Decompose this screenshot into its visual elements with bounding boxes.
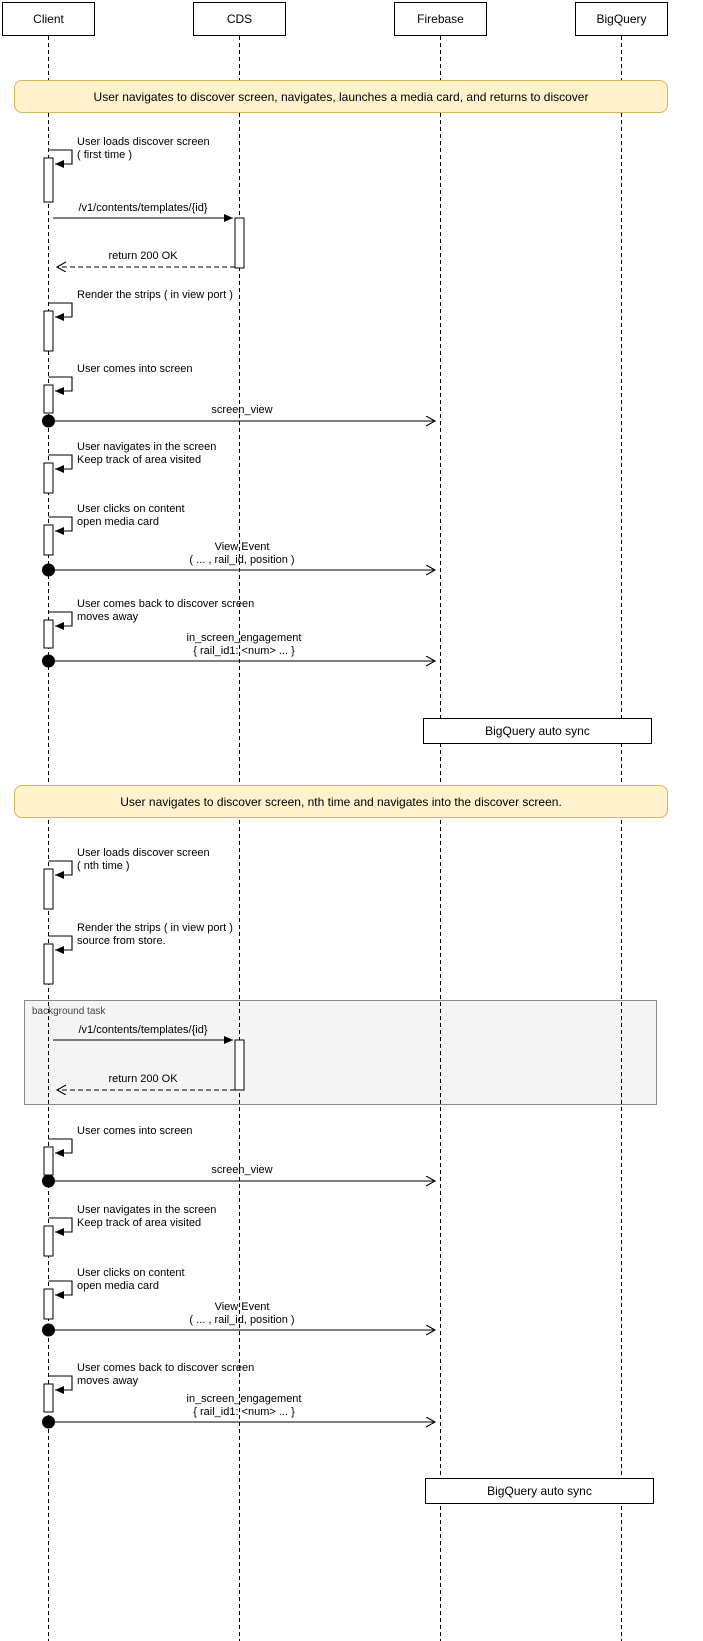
actor-bigquery: BigQuery — [575, 2, 668, 36]
s1-event-in-screen-engagement — [42, 654, 435, 668]
s2-request-templates — [53, 1036, 245, 1091]
s1-self-clicks-content — [43, 516, 73, 556]
s2-event-view-event — [42, 1323, 435, 1337]
s1-self-navigates — [43, 454, 73, 494]
section1-banner: User navigates to discover screen, navig… — [14, 80, 668, 113]
s2-event-screen-view — [42, 1174, 435, 1188]
label-comes-into-screen-1: User comes into screen — [77, 363, 193, 375]
actor-client: Client — [2, 2, 95, 36]
label-in-screen-engagement-1: in_screen_engagement { rail_id1: <num> .… — [186, 632, 302, 657]
s2-self-comes-back — [43, 1375, 73, 1413]
label-clicks-content-2: User clicks on content open media card — [77, 1267, 185, 1292]
s1-event-screen-view — [42, 414, 435, 428]
label-template-response-2: return 200 OK — [108, 1073, 178, 1085]
label-navigates-1: User navigates in the screen Keep track … — [77, 441, 217, 466]
event-dot — [42, 563, 55, 577]
label-screen-view-2: screen_view — [211, 1164, 273, 1176]
bigquery-sync-box-1: BigQuery auto sync — [423, 718, 652, 744]
s1-request-templates — [53, 214, 245, 269]
label-load-first: User loads discover screen ( first time … — [77, 136, 210, 161]
actor-firebase: Firebase — [394, 2, 487, 36]
s1-event-view-event — [42, 563, 435, 577]
s1-self-load-first — [43, 149, 73, 203]
event-dot — [42, 414, 55, 428]
label-in-screen-engagement-2: in_screen_engagement { rail_id1: <num> .… — [186, 1393, 302, 1418]
label-load-nth: User loads discover screen ( nth time ) — [77, 847, 210, 872]
label-navigates-2: User navigates in the screen Keep track … — [77, 1204, 217, 1229]
bigquery-sync-box-2: BigQuery auto sync — [425, 1478, 654, 1504]
cds-activation — [234, 217, 245, 269]
s2-self-navigates — [43, 1217, 73, 1257]
s1-self-comes-back — [43, 611, 73, 649]
label-view-event-1: View Event ( ... , rail_id, position ) — [189, 541, 295, 566]
label-comes-into-screen-2: User comes into screen — [77, 1125, 193, 1137]
label-template-response-1: return 200 OK — [108, 250, 178, 262]
label-screen-view-1: screen_view — [211, 404, 273, 416]
event-dot — [42, 1415, 55, 1429]
s2-self-render-strips — [43, 935, 73, 985]
event-dot — [42, 1174, 55, 1188]
label-comes-back-2: User comes back to discover screen moves… — [77, 1362, 255, 1387]
section2-banner: User navigates to discover screen, nth t… — [14, 785, 668, 818]
event-dot — [42, 1323, 55, 1337]
s2-event-in-screen-engagement — [42, 1415, 435, 1429]
actor-cds: CDS — [193, 2, 286, 36]
cds-activation — [234, 1039, 245, 1091]
background-task-label: background task — [32, 1006, 106, 1017]
label-render-strips-2: Render the strips ( in view port ) sourc… — [77, 922, 233, 947]
label-render-strips-1: Render the strips ( in view port ) — [77, 289, 233, 301]
lifelines — [48, 36, 622, 1641]
s1-self-render-strips — [43, 302, 73, 352]
label-view-event-2: View Event ( ... , rail_id, position ) — [189, 1301, 295, 1326]
label-template-request-1: /v1/contents/templates/{id} — [78, 202, 208, 214]
label-clicks-content-1: User clicks on content open media card — [77, 503, 185, 528]
s2-self-load-nth — [43, 860, 73, 910]
background-task-frame — [24, 1000, 657, 1105]
s2-self-clicks-content — [43, 1280, 73, 1320]
s1-self-comes-into-screen — [43, 376, 73, 414]
label-template-request-2: /v1/contents/templates/{id} — [78, 1024, 208, 1036]
event-dot — [42, 654, 55, 668]
label-comes-back-1: User comes back to discover screen moves… — [77, 598, 255, 623]
